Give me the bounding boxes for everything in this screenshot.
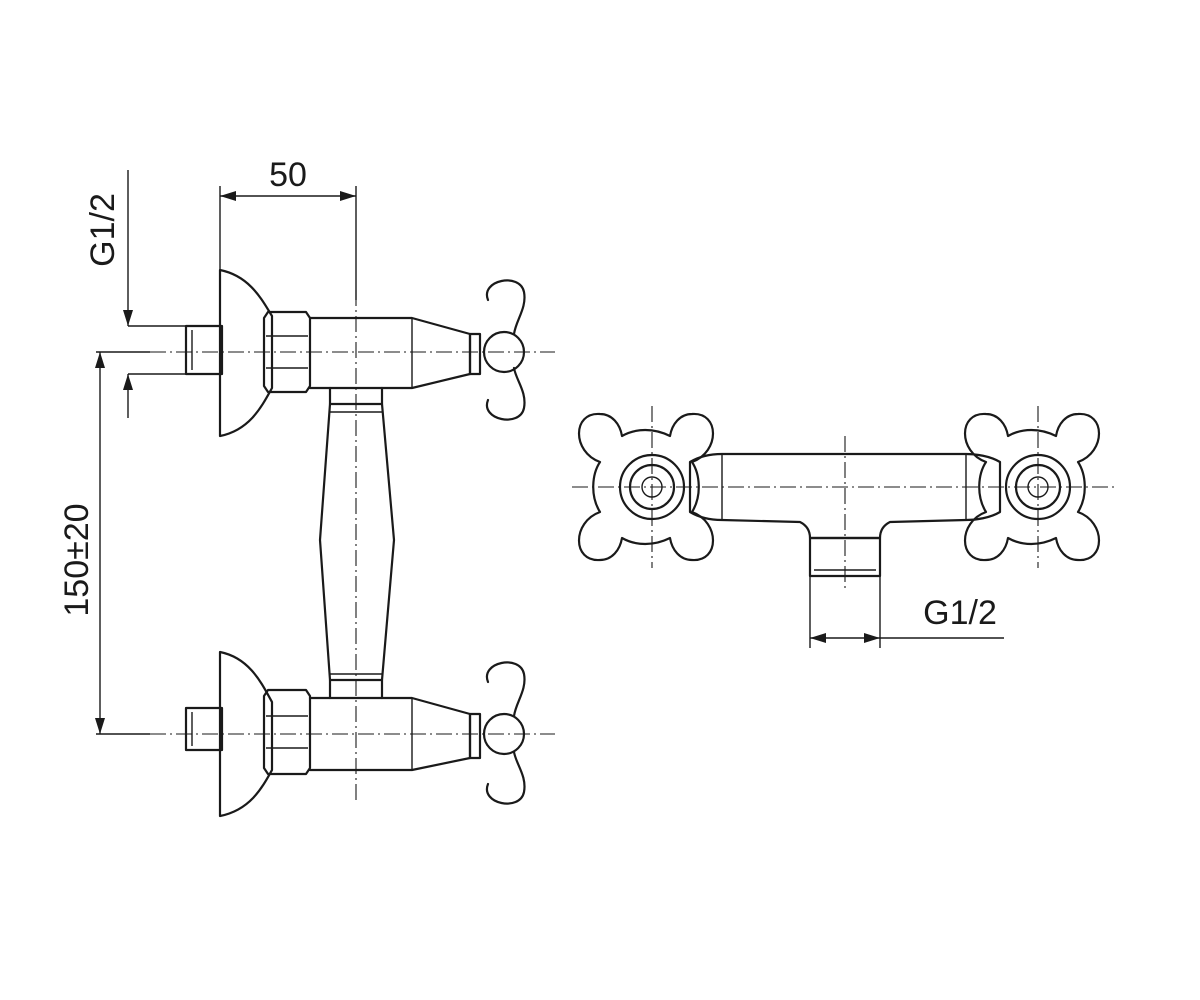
inlet-thread-label: G1/2 [84, 193, 122, 267]
top-valve-body [308, 316, 472, 390]
front-view: G1/2 [572, 406, 1118, 648]
top-cross-handle-icon [482, 279, 526, 421]
top-hex-nut [262, 310, 312, 394]
top-wall-flange [218, 268, 274, 438]
bottom-inlet-connector [184, 706, 224, 752]
outlet-thread-label: G1/2 [923, 594, 997, 632]
centre-distance-label: 150±20 [58, 503, 96, 616]
bottom-wall-flange [218, 650, 274, 818]
width-dimension-label: 50 [269, 156, 307, 194]
bottom-hex-nut [262, 688, 312, 776]
vertical-body [318, 402, 396, 682]
side-view: 50 G1/2 150±20 [58, 156, 555, 818]
bottom-cross-handle-icon [482, 661, 526, 805]
top-inlet-connector [184, 324, 224, 376]
